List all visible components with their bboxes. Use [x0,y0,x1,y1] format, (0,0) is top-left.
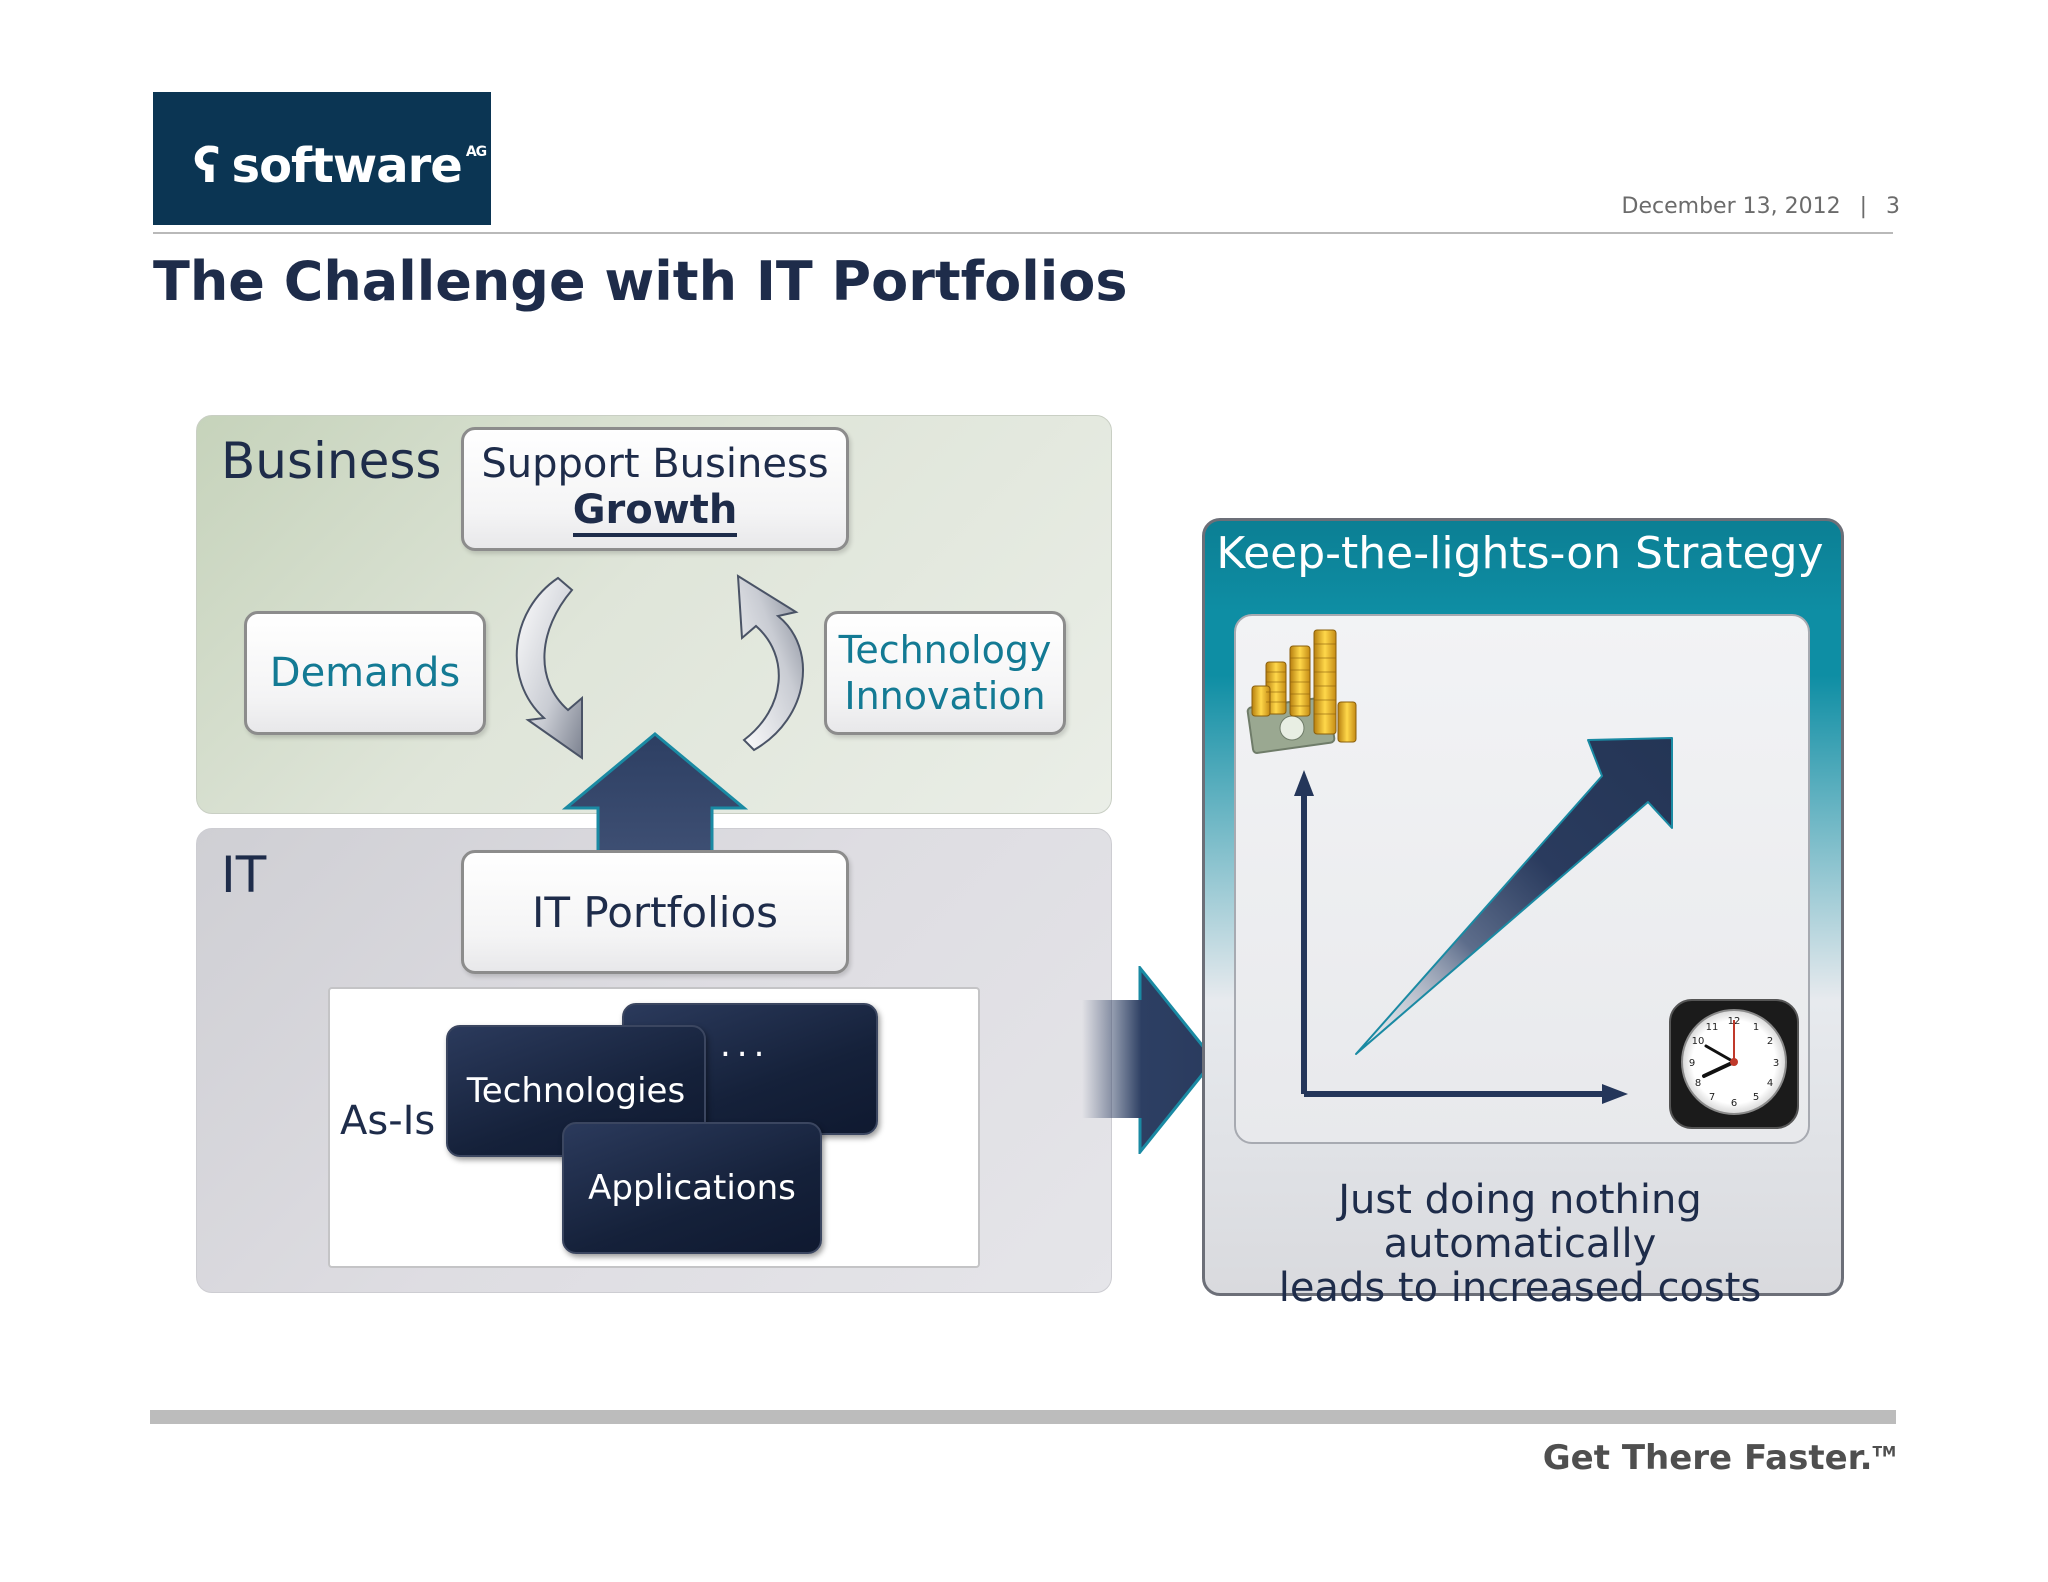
svg-text:4: 4 [1767,1078,1773,1089]
money-icon [1246,629,1357,754]
technology-innovation-box: Technology Innovation [824,611,1066,735]
svg-text:5: 5 [1753,1092,1759,1103]
footer-tagline: Get There Faster.TM [1500,1438,1896,1478]
page-number: 3 [1886,194,1900,219]
it-portfolios-box: IT Portfolios [461,850,849,974]
svg-text:7: 7 [1709,1092,1715,1103]
tech-innovation-line-1: Technology [838,628,1052,672]
it-portfolios-label: IT Portfolios [531,887,779,937]
svg-text:2: 2 [1767,1036,1773,1047]
header-divider [153,232,1893,234]
tagline-text: Get There Faster. [1542,1438,1873,1478]
strategy-title: Keep-the-lights-on Strategy [1216,528,1824,579]
svg-text:8: 8 [1695,1078,1701,1089]
technologies-label: Technologies [466,1071,686,1111]
svg-text:9: 9 [1689,1058,1695,1069]
svg-text:6: 6 [1731,1098,1737,1109]
demands-box: Demands [244,611,486,735]
demands-label: Demands [269,650,461,696]
business-label: Business [221,432,442,490]
support-business-growth-box: Support Business Growth [461,427,849,551]
caption-line-1: Just doing nothing automatically [1338,1177,1702,1267]
more-items-label: ... [720,1025,771,1065]
strategy-caption: Just doing nothing automatically leads t… [1202,1178,1838,1310]
svg-text:10: 10 [1692,1036,1705,1047]
it-label: IT [221,846,267,904]
slide-meta: December 13, 2012 | 3 [1600,194,1900,219]
applications-card: Applications [562,1122,822,1254]
logo-mark-icon: ʕ [193,138,220,194]
trademark-mark: TM [1872,1444,1896,1461]
logo-sub-text: AG [465,144,487,160]
right-arrow-icon [1082,966,1216,1154]
caption-line-2: leads to increased costs [1278,1265,1762,1311]
axes [1294,770,1628,1104]
applications-label: Applications [588,1168,796,1208]
svg-text:3: 3 [1773,1058,1779,1069]
svg-text:1: 1 [1753,1022,1759,1033]
tech-innovation-line-2: Innovation [844,674,1046,718]
slide-date: December 13, 2012 [1621,194,1841,219]
as-is-label: As-Is [340,1098,436,1144]
demand-curved-arrow-icon [515,576,583,760]
footer-divider [150,1410,1896,1424]
innovation-curved-arrow-icon [736,574,804,752]
support-line-1: Support Business [481,441,829,487]
svg-text:11: 11 [1706,1022,1719,1033]
rising-cost-arrow [1355,737,1673,1055]
page-title: The Challenge with IT Portfolios [153,250,1128,313]
logo-text: software [231,138,463,194]
meta-separator: | [1859,194,1867,219]
support-line-2: Growth [572,487,738,537]
up-arrow-icon [561,732,749,858]
